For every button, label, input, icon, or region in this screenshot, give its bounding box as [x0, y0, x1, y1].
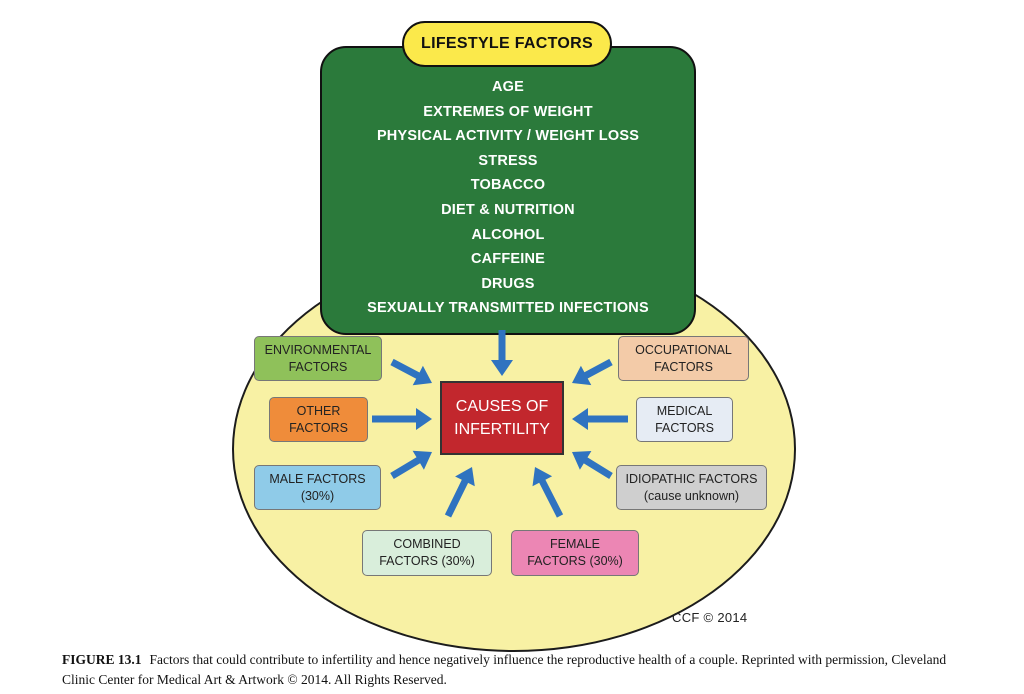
medical-factors-box: MEDICAL FACTORS — [636, 397, 733, 442]
lifestyle-item-activity: PHYSICAL ACTIVITY / WEIGHT LOSS — [376, 128, 640, 145]
occupational-factors-box: OCCUPATIONAL FACTORS — [618, 336, 749, 381]
lifestyle-factors-title: LIFESTYLE FACTORS — [402, 21, 612, 67]
arrow-female — [532, 467, 564, 518]
lifestyle-item-alcohol: ALCOHOL — [471, 226, 545, 243]
environmental-factors-box: ENVIRONMENTAL FACTORS — [254, 336, 382, 381]
arrow-other — [372, 408, 432, 430]
arrow-lifestyle — [491, 330, 513, 376]
lifestyle-item-weight: EXTREMES OF WEIGHT — [423, 103, 593, 120]
lifestyle-factors-box: AGE EXTREMES OF WEIGHT PHYSICAL ACTIVITY… — [320, 46, 696, 335]
figure-caption-text: Factors that could contribute to inferti… — [62, 652, 947, 687]
arrow-combined — [444, 467, 475, 518]
lifestyle-item-diet: DIET & NUTRITION — [441, 201, 575, 218]
arrow-medical — [572, 408, 628, 430]
lifestyle-item-caffeine: CAFFEINE — [470, 251, 546, 268]
lifestyle-item-age: AGE — [491, 79, 525, 95]
causes-of-infertility-box: CAUSES OF INFERTILITY — [440, 381, 564, 455]
lifestyle-factors-list: AGE EXTREMES OF WEIGHT PHYSICAL ACTIVITY… — [322, 75, 694, 321]
female-factors-box: FEMALE FACTORS (30%) — [511, 530, 639, 576]
male-factors-box: MALE FACTORS (30%) — [254, 465, 381, 510]
arrow-male — [390, 450, 432, 479]
idiopathic-factors-box: IDIOPATHIC FACTORS (cause unknown) — [616, 465, 767, 510]
lifestyle-item-tobacco: TOBACCO — [470, 177, 546, 194]
arrow-environmental — [390, 358, 432, 386]
figure-label: FIGURE 13.1 — [62, 652, 142, 667]
lifestyle-item-sti: SEXUALLY TRANSMITTED INFECTIONS — [367, 300, 649, 317]
infertility-diagram: AGE EXTREMES OF WEIGHT PHYSICAL ACTIVITY… — [232, 21, 796, 652]
combined-factors-box: COMBINED FACTORS (30%) — [362, 530, 492, 576]
copyright-credit: CCF © 2014 — [672, 610, 748, 625]
arrow-occupational — [572, 358, 613, 386]
other-factors-box: OTHER FACTORS — [269, 397, 368, 442]
lifestyle-item-drugs: DRUGS — [481, 275, 535, 292]
arrows-layer — [372, 330, 628, 518]
arrow-idiopathic — [572, 451, 613, 479]
lifestyle-item-stress: STRESS — [478, 152, 538, 169]
